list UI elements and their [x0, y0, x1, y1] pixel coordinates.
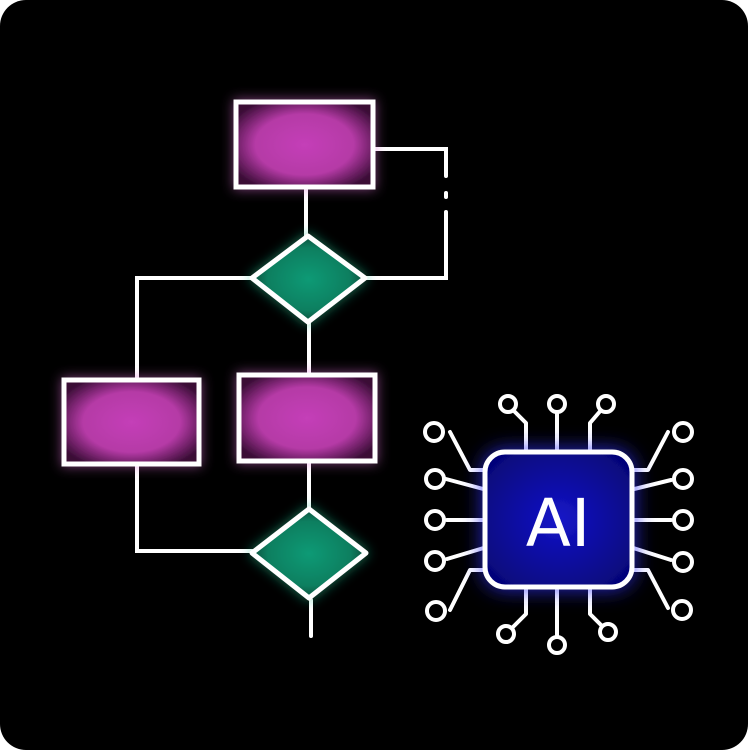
- chip-label: AI: [526, 485, 591, 562]
- circuit-node: [598, 622, 618, 642]
- connector-line: [135, 463, 254, 553]
- circuit-trace: [628, 568, 670, 610]
- circuit-node: [496, 624, 516, 644]
- connector-line: [364, 210, 448, 280]
- circuit-node: [424, 509, 446, 531]
- circuit-trace: [628, 545, 673, 562]
- circuit-node: [672, 468, 694, 490]
- circuit-trace: [510, 407, 528, 454]
- circuit-trace: [588, 585, 604, 628]
- circuit-node: [672, 509, 694, 531]
- circuit-node: [596, 394, 616, 414]
- circuit-trace: [445, 545, 489, 561]
- connector-line: [372, 147, 448, 178]
- chip-body: [482, 449, 635, 590]
- circuit-node: [547, 635, 567, 655]
- connector-lines: [135, 147, 448, 638]
- process-box-top: [233, 99, 376, 190]
- circuit-node: [423, 421, 445, 443]
- circuit-trace: [448, 568, 489, 612]
- process-box-left: [61, 377, 202, 467]
- circuit-node: [498, 394, 518, 414]
- circuit-node: [671, 599, 693, 621]
- decision-diamond-top: [249, 233, 368, 325]
- circuit-trace: [628, 430, 670, 472]
- circuit-trace: [510, 585, 528, 630]
- circuit-chip-icon: [423, 394, 694, 655]
- circuit-node: [672, 421, 694, 443]
- process-box-right: [236, 372, 378, 464]
- circuit-trace: [444, 477, 489, 492]
- circuit-node: [424, 468, 446, 490]
- circuit-node: [425, 600, 447, 622]
- circuit-node: [424, 550, 446, 572]
- circuit-node: [672, 551, 694, 573]
- circuit-trace: [448, 430, 489, 472]
- connector-line: [135, 276, 254, 382]
- circuit-trace: [628, 478, 673, 492]
- circuit-trace: [588, 407, 604, 454]
- decision-diamond-bottom: [249, 506, 369, 601]
- circuit-node: [547, 394, 567, 414]
